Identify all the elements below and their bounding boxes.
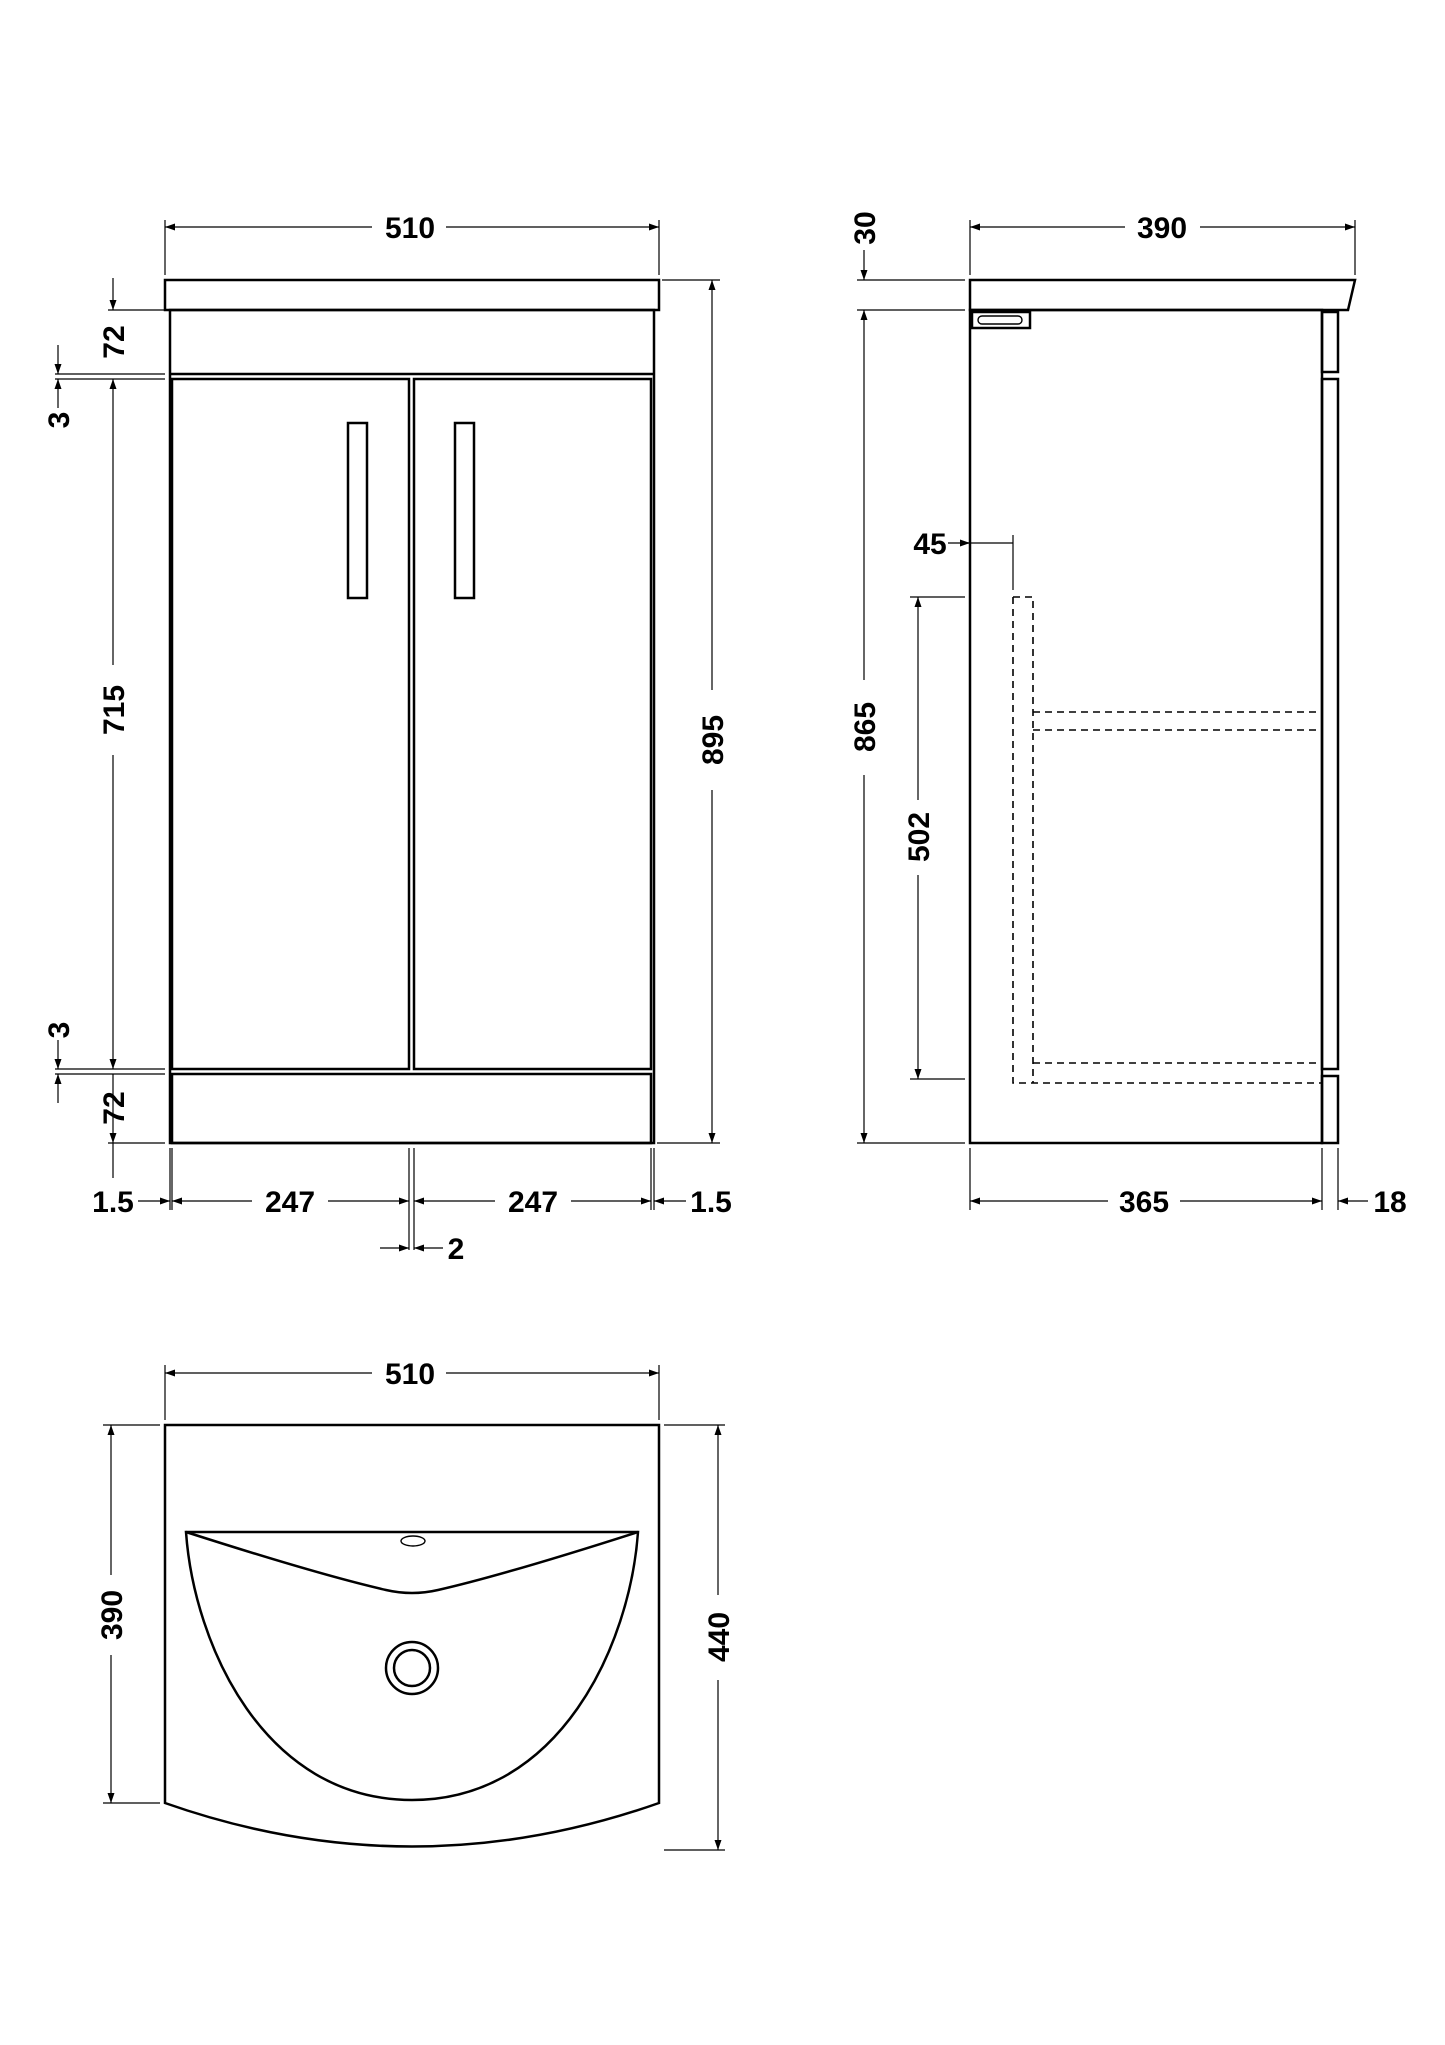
plan-basin-outline <box>163 1423 661 1848</box>
side-hidden-structure <box>1012 596 1322 1084</box>
side-carcass <box>968 308 1324 1145</box>
plan-bowl <box>184 1530 640 1802</box>
front-door-right <box>412 377 653 1071</box>
front-door-left <box>170 377 411 1071</box>
dim-top-thickness: 30 <box>849 211 882 244</box>
side-door-edge-top <box>1320 310 1340 374</box>
side-overflow <box>970 310 1032 330</box>
dim-center-gap: 2 <box>448 1233 465 1266</box>
front-view: 510 895 72 3 715 3 72 <box>43 212 732 1266</box>
dim-front-width: 510 <box>385 212 435 245</box>
dim-plan-side-depth: 390 <box>96 1590 129 1640</box>
plan-tap-hole <box>400 1535 426 1547</box>
plan-bowl-rim <box>185 1530 639 1595</box>
dim-inner-height: 502 <box>903 812 936 862</box>
plan-view: 510 390 440 <box>96 1358 736 1851</box>
dim-plan-center-depth: 440 <box>703 1612 736 1662</box>
dim-side-depth: 390 <box>1137 212 1187 245</box>
plan-waste-outer <box>384 1640 440 1696</box>
dim-overflow-offset: 45 <box>913 528 946 561</box>
front-basin-top <box>163 278 661 312</box>
dim-gap-bottom: 3 <box>43 1022 76 1039</box>
side-view: 390 30 865 45 502 365 18 <box>849 211 1407 1219</box>
dim-carcass-height: 865 <box>849 702 882 752</box>
plan-waste-inner <box>392 1648 432 1688</box>
dim-side-gap-right: 1.5 <box>690 1186 732 1219</box>
dim-door-width-right: 247 <box>508 1186 558 1219</box>
dim-side-gap-left: 1.5 <box>92 1186 134 1219</box>
side-door-edge <box>1320 377 1340 1071</box>
dim-door-height: 715 <box>98 685 131 735</box>
dim-front-height: 895 <box>697 715 730 765</box>
dim-plan-width: 510 <box>385 1358 435 1391</box>
dim-door-width-left: 247 <box>265 1186 315 1219</box>
front-handle-left <box>346 421 369 600</box>
dim-gap-top: 3 <box>43 412 76 429</box>
front-plinth <box>170 1072 653 1145</box>
side-basin-top <box>968 278 1357 312</box>
side-plinth-edge <box>1320 1074 1340 1145</box>
dim-top-rail: 72 <box>98 325 131 358</box>
dim-door-thickness: 18 <box>1373 1186 1406 1219</box>
dim-plinth-height: 72 <box>98 1091 131 1124</box>
front-handle-right <box>453 421 476 600</box>
dim-body-depth: 365 <box>1119 1186 1169 1219</box>
front-carcass <box>168 308 656 1145</box>
